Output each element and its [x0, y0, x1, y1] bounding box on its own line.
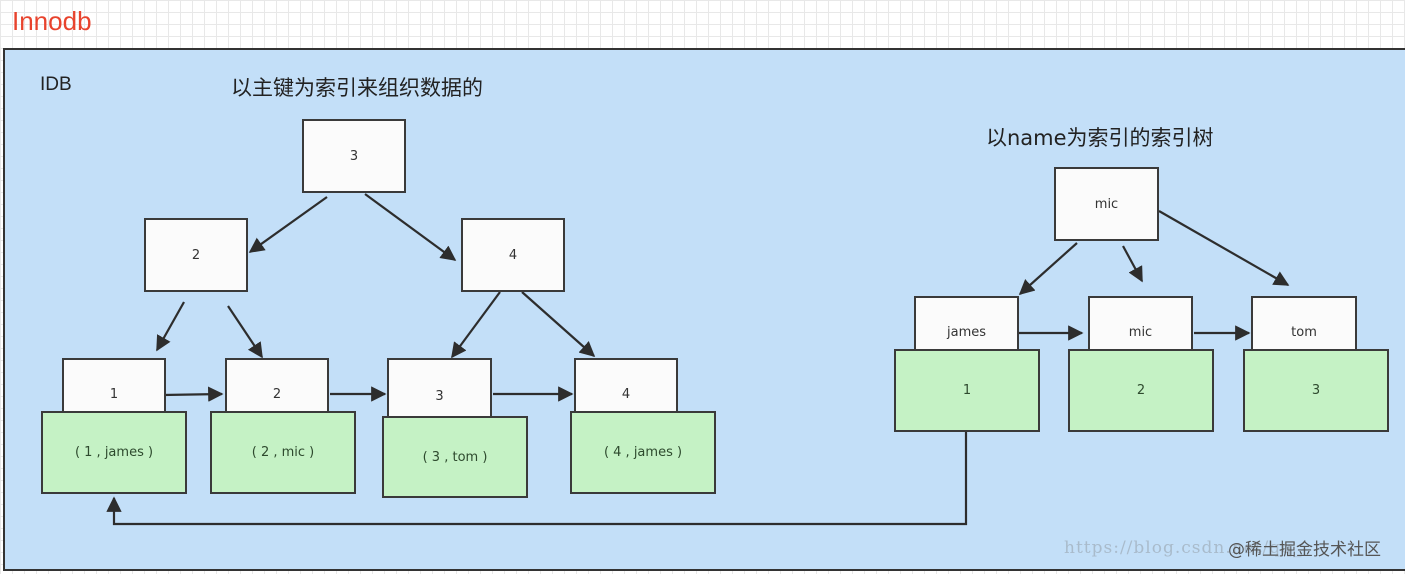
secondary-leaf-key-mic: mic [1088, 296, 1193, 352]
primary-tree-heading: 以主键为索引来组织数据的 [231, 76, 483, 100]
primary-leaf-key-3: 3 [387, 358, 492, 418]
secondary-tree-heading: 以name为索引的索引树 [986, 126, 1214, 150]
edge-3-to-2 [248, 196, 328, 253]
primary-node-4: 4 [461, 218, 565, 292]
idb-label: IDB [40, 74, 72, 95]
secondary-root-node: mic [1054, 167, 1159, 241]
edge-4-to-4 [521, 291, 596, 358]
lookup-arrow-to-primary [106, 432, 968, 526]
secondary-leaf-key-james: james [914, 296, 1019, 352]
secondary-leaf-pk-3: 3 [1243, 349, 1389, 432]
primary-leaf-key-1: 1 [62, 358, 166, 414]
edge-mic-to-tom [1158, 210, 1290, 286]
edge-mic-to-mic [1122, 245, 1143, 283]
edge-3-to-4 [364, 193, 457, 261]
watermark-url: https://blog.csdn.net/qq_ [1064, 538, 1303, 558]
primary-leaf-row-3: ( 3 , tom ) [382, 416, 528, 498]
primary-leaf-row-1: ( 1 , james ) [41, 411, 187, 494]
edge-2-to-2 [227, 305, 263, 359]
edge-mic-to-james [1018, 242, 1078, 296]
watermark-brand: @稀土掘金技术社区 [1228, 540, 1381, 560]
edge-4-to-3 [451, 291, 501, 359]
diagram-title: Innodb [12, 6, 92, 36]
primary-node-2: 2 [144, 218, 248, 292]
primary-leaf-key-4: 4 [574, 358, 678, 414]
primary-leaf-row-2: ( 2 , mic ) [210, 411, 356, 494]
secondary-leaf-pk-2: 2 [1068, 349, 1214, 432]
primary-leaf-row-4: ( 4 , james ) [570, 411, 716, 494]
edge-2-to-1 [156, 301, 185, 352]
primary-root-node: 3 [302, 119, 406, 193]
leaf-link-1-2 [162, 386, 224, 402]
primary-leaf-key-2: 2 [225, 358, 329, 414]
secondary-leaf-pk-1: 1 [894, 349, 1040, 432]
secondary-leaf-key-tom: tom [1251, 296, 1357, 352]
